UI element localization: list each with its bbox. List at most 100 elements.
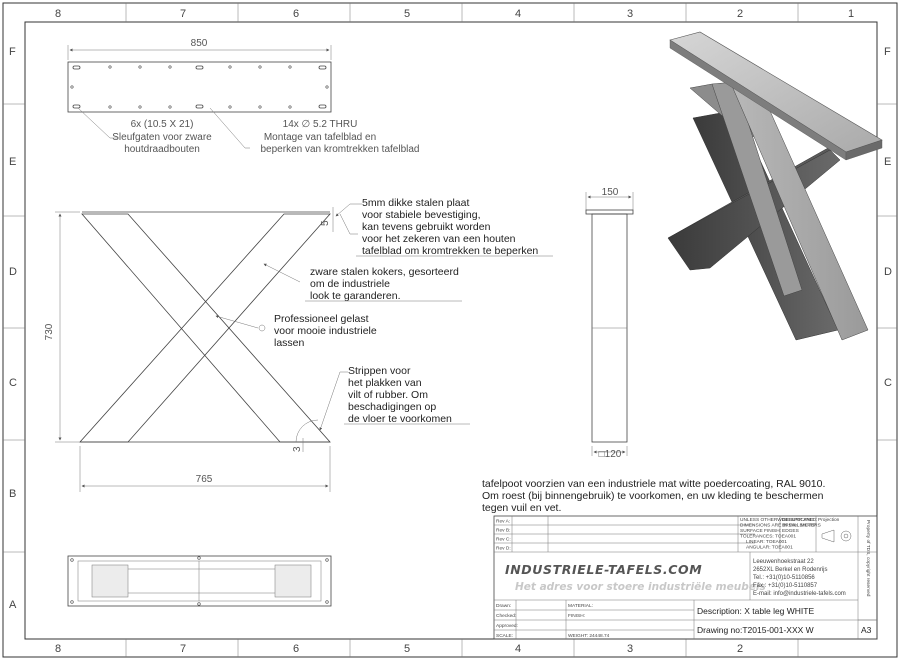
bottom-view bbox=[67, 555, 332, 607]
projection-symbol-icon bbox=[821, 529, 852, 543]
row-label: E bbox=[9, 156, 16, 168]
coating-line: tegen vuil en vet. bbox=[482, 502, 561, 514]
column-labels: 8 7 6 5 4 3 2 1 8 7 6 5 4 3 2 bbox=[55, 8, 854, 655]
rev-label: Rev A: bbox=[496, 519, 510, 525]
block-label: Checked: bbox=[496, 613, 516, 619]
block-label: Drawn: bbox=[496, 603, 511, 609]
block-label: SCALE: bbox=[496, 633, 513, 639]
drawing-number: Drawing no:T2015-001-XXX W bbox=[697, 625, 814, 635]
spec-line: TOLERANCES: TOEA001 bbox=[740, 534, 796, 540]
row-label: C bbox=[884, 377, 892, 389]
col-label: 3 bbox=[627, 8, 633, 20]
note-strips-line: het plakken van bbox=[348, 377, 422, 389]
spec-line: SURFACE FINISH: bbox=[740, 528, 781, 534]
side-view: 150 □120 bbox=[585, 187, 634, 460]
note-plate-line: kan tevens gebruikt worden bbox=[362, 221, 491, 233]
part-description: Description: X table leg WHITE bbox=[697, 606, 814, 616]
rev-label: Rev C: bbox=[496, 537, 511, 543]
rev-label: Rev D: bbox=[496, 546, 511, 552]
col-label: 7 bbox=[180, 8, 186, 20]
note-strips-line: de vloer te voorkomen bbox=[348, 413, 452, 425]
plate-outline bbox=[67, 61, 332, 113]
hole-callout: beperken van kromtrekken tafelblad bbox=[261, 144, 420, 155]
address-line: 2652XL Berkel en Rodenrijs bbox=[753, 567, 828, 573]
address-line: Leeuwenhoekstraat 22 bbox=[753, 559, 814, 565]
note-plate-line: voor het zekeren van een houten bbox=[362, 233, 516, 245]
col-label: 3 bbox=[627, 643, 633, 655]
coating-line: tafelpoot voorzien van een industriele m… bbox=[482, 478, 825, 490]
block-label: Approved: bbox=[496, 623, 518, 629]
spec-line: UNLESS OTHERWISE SPECIFIED: bbox=[740, 517, 817, 523]
col-label: 8 bbox=[55, 643, 61, 655]
row-label: E bbox=[884, 156, 891, 168]
col-label: 8 bbox=[55, 8, 61, 20]
row-label: D bbox=[884, 266, 892, 278]
row-label: F bbox=[884, 46, 891, 58]
row-label: A bbox=[9, 599, 17, 611]
row-label: C bbox=[9, 377, 17, 389]
note-weld-line: lassen bbox=[274, 337, 305, 349]
note-weld-line: voor mooie industriele bbox=[274, 325, 377, 337]
weight-label: WEIGHT: 24448.74 bbox=[568, 633, 610, 639]
copyright-side-text: Property of TDS, copyright reserved bbox=[865, 520, 871, 597]
material-label: MATERIAL: bbox=[568, 603, 593, 609]
hole-callout: Montage van tafelblad en bbox=[264, 132, 376, 143]
address-line: Tel.: +31(0)10-5110856 bbox=[753, 575, 815, 581]
note-plate-line: 5mm dikke stalen plaat bbox=[362, 197, 469, 209]
row-label: D bbox=[9, 266, 17, 278]
spec-line: LINEAR: TOEA001 bbox=[746, 539, 787, 545]
foot-strip-dim: 3 bbox=[292, 446, 303, 452]
row-label: F bbox=[9, 46, 16, 58]
title-block bbox=[493, 515, 878, 640]
leg-width-dim: 765 bbox=[196, 474, 213, 485]
slot-callout: Sleufgaten voor zware bbox=[112, 132, 212, 143]
deburr-line: BREAK SHARP bbox=[782, 523, 816, 529]
col-label: 5 bbox=[404, 643, 410, 655]
finish-label: FINISH: bbox=[568, 613, 585, 619]
title-block-text: Rev A: Rev B: Rev C: Rev D: UNLESS OTHER… bbox=[496, 517, 872, 639]
coating-note: tafelpoot voorzien van een industriele m… bbox=[482, 478, 825, 514]
side-bottom-dim: □120 bbox=[599, 449, 622, 460]
col-label: 2 bbox=[737, 8, 743, 20]
projection-label: Projection bbox=[818, 517, 840, 523]
spec-line: DIMENSIONS ARE IN MILLIMETERS bbox=[740, 523, 821, 529]
slot-callout: houtdraadbouten bbox=[124, 144, 200, 155]
note-strips-line: vilt of rubber. Om bbox=[348, 389, 428, 401]
deburr-line: EDGES bbox=[782, 528, 799, 534]
note-weld-line: Professioneel gelast bbox=[274, 313, 369, 325]
col-label: 6 bbox=[293, 643, 299, 655]
front-view-notes: 5mm dikke stalen plaat voor stabiele bev… bbox=[274, 197, 553, 425]
rev-label: Rev B: bbox=[496, 528, 510, 534]
col-label: 1 bbox=[848, 8, 854, 20]
deburr-line: DEBURR AND bbox=[782, 517, 814, 523]
note-strips-line: beschadigingen op bbox=[348, 401, 436, 413]
row-labels: F E D C B A F E D C bbox=[9, 46, 892, 611]
col-label: 5 bbox=[404, 8, 410, 20]
address-line: E-mail: info@industriele-tafels.com bbox=[753, 591, 846, 597]
spec-line: ANGULAR: TOEA001 bbox=[746, 545, 793, 551]
side-top-dim: 150 bbox=[602, 187, 619, 198]
top-view-callouts: 6x (10.5 X 21) Sleufgaten voor zware hou… bbox=[112, 119, 419, 155]
top-view-plate: 850 bbox=[67, 38, 332, 149]
plate-thickness-dim: 5 bbox=[320, 220, 331, 226]
sheet-size: A3 bbox=[861, 625, 872, 635]
hole-callout: 14x ∅ 5.2 THRU bbox=[283, 119, 358, 130]
note-tubes-line: om de industriele bbox=[310, 278, 390, 290]
col-label: 2 bbox=[737, 643, 743, 655]
company-slogan: Het adres voor stoere industriële meubel… bbox=[515, 581, 766, 593]
col-label: 6 bbox=[293, 8, 299, 20]
plate-width-dim: 850 bbox=[191, 38, 208, 49]
grid-ticks bbox=[3, 3, 897, 657]
address-line: Fax.: +31(0)10-5110857 bbox=[753, 583, 818, 589]
row-label: B bbox=[9, 488, 16, 500]
company-logo-text: INDUSTRIELE-TAFELS.COM bbox=[505, 562, 702, 577]
isometric-view bbox=[667, 31, 883, 341]
col-label: 7 bbox=[180, 643, 186, 655]
note-tubes-line: look te garanderen. bbox=[310, 290, 400, 302]
note-tubes-line: zware stalen kokers, gesorteerd bbox=[310, 266, 459, 278]
note-plate-line: tafelblad om kromtrekken te beperken bbox=[362, 245, 538, 257]
inner-frame bbox=[24, 21, 878, 640]
